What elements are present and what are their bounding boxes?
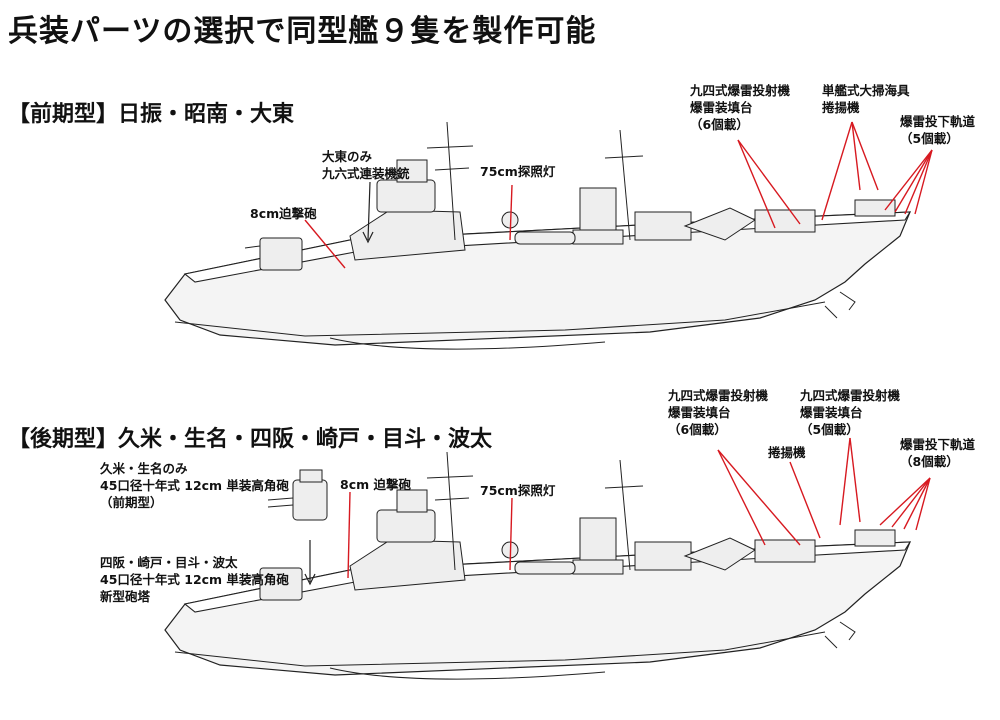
label-late-rail: 爆雷投下軌道 （8個載） [900,436,975,470]
label-line: 九四式爆雷投射機 [690,83,791,98]
label-line: 捲揚機 [822,100,860,115]
label-line: （6個載） [690,117,749,132]
page-title: 兵装パーツの選択で同型艦９隻を製作可能 [8,14,597,49]
label-early-depth-charge: 九四式爆雷投射機 爆雷装填台 （6個載） [690,82,790,133]
label-early-sweep: 単艦式大掃海具 捲揚機 [822,82,910,116]
label-line: 45口径十年式 12cm 単装高角砲 [100,478,289,493]
label-line: 爆雷投下軌道 [900,114,976,129]
label-late-depth-charge-6: 九四式爆雷投射機 爆雷装填台 （6個載） [668,387,768,438]
early-type-heading: 【前期型】日振・昭南・大東 [8,102,295,127]
label-line: 爆雷装填台 [668,405,731,420]
label-early-rail: 爆雷投下軌道 （5個載） [900,113,975,147]
label-line: 45口径十年式 12cm 単装高角砲 [100,572,289,587]
late-type-heading: 【後期型】久米・生名・四阪・崎戸・目斗・波太 [8,427,493,452]
label-late-searchlight: 75cm探照灯 [480,483,556,498]
label-line: （8個載） [900,454,959,469]
label-line: （5個載） [900,131,959,146]
label-line: 四阪・崎戸・目斗・波太 [100,555,238,570]
label-late-depth-charge-5: 九四式爆雷投射機 爆雷装填台 （5個載） [800,387,900,438]
label-line: 久米・生名のみ [100,461,188,476]
label-early-searchlight: 75cm探照灯 [480,164,556,179]
label-line: 新型砲塔 [100,589,151,604]
label-line: 爆雷装填台 [800,405,863,420]
label-late-mortar: 8cm 迫撃砲 [340,477,411,492]
label-line: 大東のみ [322,149,373,164]
label-daito-machine-gun: 大東のみ 九六式連装機銃 [322,148,410,182]
label-line: 爆雷装填台 [690,100,753,115]
early-leader-lines [304,121,933,269]
label-line: （5個載） [800,422,859,437]
label-line: 九六式連装機銃 [322,166,410,181]
early-ship-illustration [164,121,911,350]
label-late-winch: 捲揚機 [768,445,806,460]
label-early-mortar: 8cm迫撃砲 [250,206,317,221]
label-line: 爆雷投下軌道 [900,437,976,452]
late-leader-lines [304,437,931,586]
label-line: （6個載） [668,422,727,437]
gun-turret-old-type [267,469,328,521]
label-line: 九四式爆雷投射機 [800,388,901,403]
label-line: 九四式爆雷投射機 [668,388,769,403]
label-late-old-gun: 久米・生名のみ 45口径十年式 12cm 単装高角砲 （前期型） [100,460,289,511]
label-late-new-gun: 四阪・崎戸・目斗・波太 45口径十年式 12cm 単装高角砲 新型砲塔 [100,554,289,605]
label-line: （前期型） [100,495,163,510]
label-line: 単艦式大掃海具 [822,83,910,98]
